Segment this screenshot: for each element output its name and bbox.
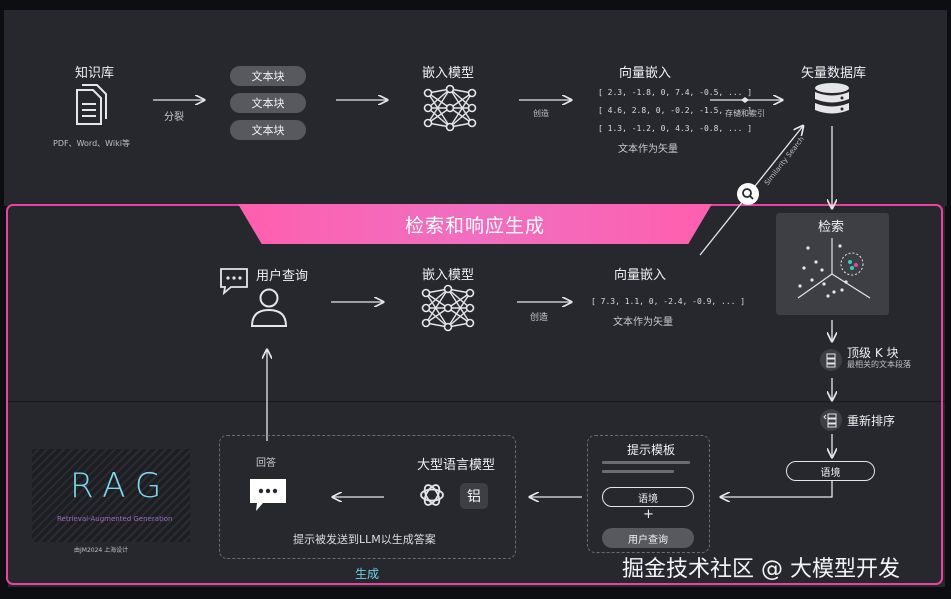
watermark: 掘金技术社区 @ 大模型开发 <box>622 557 900 582</box>
rerank-icon <box>820 409 842 431</box>
chunk-pill-3: 文本块 <box>230 120 306 140</box>
embed-model-title: 嵌入模型 <box>422 66 475 81</box>
chunk-stack-icon <box>820 349 842 371</box>
create-label-2: 创造 <box>530 313 549 323</box>
generation-section-label: 生成 <box>355 567 380 581</box>
vector-row-3: [ 1.3, -1.2, 0, 4.3, -0.8, ... ] <box>598 124 753 133</box>
retrieval-banner: 检索和响应生成 <box>238 204 712 244</box>
kb-formats: PDF、Word、Wiki等 <box>53 139 130 148</box>
generation-dashed-box <box>219 435 516 559</box>
vector-title: 向量嵌入 <box>619 66 672 81</box>
neural-network-icon-2 <box>421 284 475 332</box>
create-label-1: 创造 <box>533 109 549 118</box>
database-icon <box>815 83 849 114</box>
template-dashed-box <box>587 435 710 553</box>
llm-glyph-icon: 铝 <box>460 483 488 509</box>
vector-caption: 文本作为矢量 <box>618 144 678 155</box>
kb-title: 知识库 <box>75 66 115 81</box>
document-icon <box>76 84 107 125</box>
user-icon <box>250 288 288 327</box>
context-pill-retrieval: 语境 <box>786 461 875 481</box>
rag-logo-panel <box>32 449 190 542</box>
context-pill-template: 语境 <box>602 487 694 507</box>
embed-model-title-2: 嵌入模型 <box>422 268 475 283</box>
rag-logo-subtitle: Retrieval-Augmented Generation <box>57 515 173 523</box>
search-title: 检索 <box>818 220 845 235</box>
chat-bubble-icon <box>220 268 248 295</box>
answer-label: 回答 <box>256 458 276 469</box>
user-query-title: 用户查询 <box>256 269 309 284</box>
prompt-caption: 提示被发送到LLM以生成答案 <box>293 533 436 546</box>
chunk-pill-1: 文本块 <box>230 66 306 86</box>
topk-subtitle: 最相关的文本段落 <box>847 360 911 369</box>
template-line-1 <box>602 461 690 464</box>
search-icon <box>737 183 759 205</box>
rag-credit: 由JM2024 上海设计 <box>74 547 129 554</box>
rag-logo-text: RAG <box>70 466 172 506</box>
vector-space-icon <box>797 238 871 299</box>
arrow-to-template <box>721 480 833 497</box>
user-query-pill: 用户查询 <box>602 528 694 548</box>
split-label: 分裂 <box>164 112 184 123</box>
llm-title: 大型语言模型 <box>417 458 496 473</box>
vector-row-1: [ 2.3, -1.8, 0, 7.4, -0.5, ... ] <box>598 88 753 97</box>
neural-network-icon <box>423 84 477 132</box>
vector-row-2: [ 4.6, 2.8, 0, -0.2, -1.5, ... ] <box>598 106 753 115</box>
plus-sign: + <box>643 507 654 522</box>
rerank-title: 重新排序 <box>847 414 896 428</box>
db-title: 矢量数据库 <box>801 66 867 81</box>
query-vector: [ 7.3, 1.1, 0, -2.4, -0.9, ... ] <box>591 297 746 306</box>
vector-title-2: 向量嵌入 <box>614 268 667 283</box>
openai-logo-icon <box>420 484 444 506</box>
answer-bubble-icon <box>250 479 286 511</box>
section-divider <box>8 401 945 402</box>
chunk-pill-2: 文本块 <box>230 93 306 113</box>
store-label: 存储和索引 <box>725 109 765 118</box>
template-title: 提示模板 <box>627 443 676 457</box>
template-line-2 <box>602 470 674 473</box>
vector-caption-2: 文本作为矢量 <box>613 317 673 328</box>
topk-title: 顶级 K 块 <box>847 346 899 360</box>
